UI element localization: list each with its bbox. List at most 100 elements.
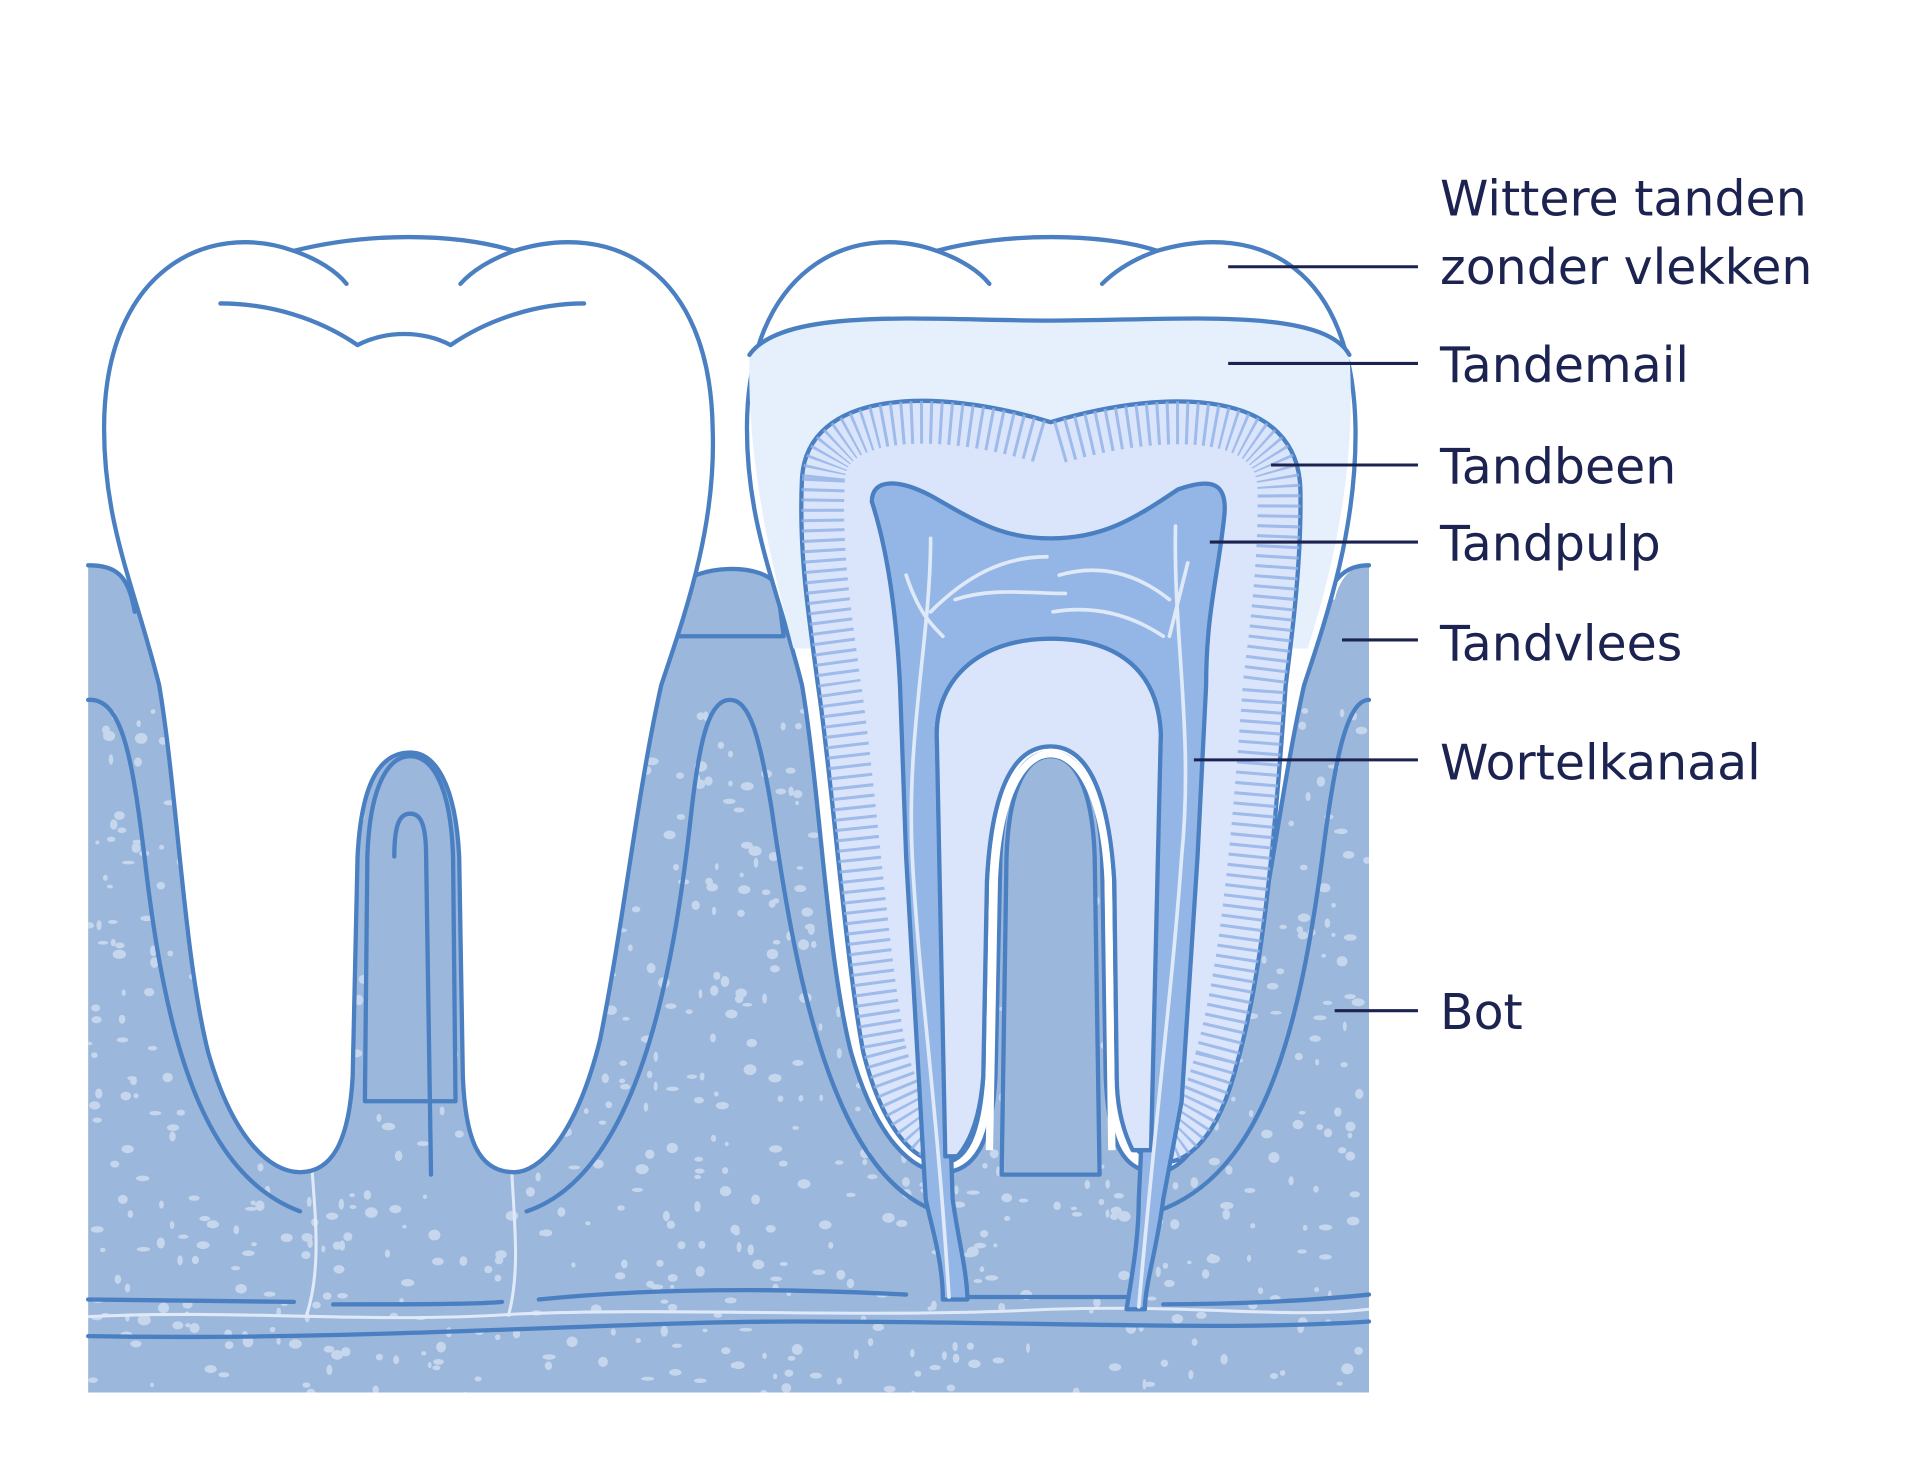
bone-speckle (112, 949, 126, 960)
bone-speckle (399, 1298, 404, 1304)
bone-speckle (372, 1385, 379, 1393)
label-whiter-teeth-line2: zonder vlekken (1440, 239, 1812, 296)
bone-speckle (136, 1175, 150, 1182)
bone-speckle (694, 1168, 705, 1174)
bone-speckle (605, 1101, 613, 1109)
bone-speckle (1279, 924, 1287, 930)
bone-speckle (331, 1350, 344, 1360)
bone-speckle (954, 1185, 959, 1195)
bone-speckle (150, 1382, 154, 1388)
bone-speckle (338, 1198, 345, 1210)
bone-speckle (1302, 1224, 1308, 1231)
bone-speckle (428, 1229, 441, 1241)
bone-speckle (89, 1101, 101, 1110)
bone-speckle (1322, 1000, 1333, 1006)
bone-speckle (384, 1249, 391, 1258)
bone-speckle (677, 1241, 686, 1250)
bone-speckle (1084, 1180, 1091, 1190)
bone-speckle (1333, 1107, 1342, 1117)
bone-speckle (322, 1292, 332, 1300)
bone-speckle (1335, 828, 1348, 835)
bone-speckle (946, 1384, 956, 1392)
bone-speckle (703, 711, 709, 721)
bone-speckle (122, 860, 135, 865)
tooth-left-inter-root-bone (362, 754, 458, 1104)
bone-speckle (1018, 1198, 1029, 1203)
bone-speckle (1294, 1052, 1303, 1061)
bone-speckle (775, 788, 787, 795)
bone-speckle (765, 1225, 776, 1233)
label-whiter-teeth-line1: Wittere tanden (1440, 170, 1807, 227)
bone-speckle (436, 1341, 447, 1353)
bone-speckle (660, 1299, 669, 1304)
bone-speckle (1195, 1311, 1207, 1319)
bone-speckle (760, 1389, 768, 1393)
bone-speckle (158, 1302, 170, 1314)
bone-speckle (1244, 1187, 1256, 1194)
bone-speckle (742, 1002, 753, 1007)
bone-speckle (263, 1291, 276, 1297)
bone-speckle (337, 1292, 348, 1299)
bone-speckle (124, 1283, 131, 1293)
bone-speckle (982, 1163, 988, 1169)
bone-speckle (307, 1238, 313, 1249)
bone-speckle (598, 1120, 607, 1125)
bone-speckle (685, 1009, 693, 1015)
bone-speckle (968, 1359, 981, 1369)
bone-speckle (610, 1328, 616, 1336)
bone-speckle (1355, 1088, 1364, 1099)
bone-speckle (1004, 1216, 1011, 1222)
bone-speckle (691, 900, 700, 911)
bone-speckle (1309, 1035, 1321, 1042)
bone-speckle (1296, 926, 1304, 934)
bone-speckle (147, 1045, 158, 1051)
bone-speckle (941, 1351, 947, 1360)
bone-speckle (250, 1200, 256, 1206)
bone-speckle (641, 1376, 655, 1381)
bone-speckle (605, 1005, 617, 1016)
bone-speckle (846, 1278, 855, 1289)
bone-speckle (1164, 1279, 1175, 1288)
bone-speckle (459, 1256, 468, 1266)
bone-speckle (667, 1273, 678, 1282)
bone-speckle (862, 1158, 868, 1166)
bone-speckle (1338, 1147, 1347, 1154)
bone-speckle (464, 1392, 467, 1393)
bone-speckle (650, 1284, 664, 1290)
bone-speckle (1093, 1297, 1101, 1308)
bone-speckle (720, 976, 730, 988)
bone-speckle (121, 1144, 134, 1154)
bone-speckle (1261, 955, 1267, 964)
bone-speckle (1188, 1369, 1194, 1380)
bone-speckle (665, 1003, 677, 1009)
bone-speckle (621, 1259, 628, 1269)
bone-speckle (1347, 1132, 1353, 1139)
bone-speckle (711, 906, 717, 916)
bone-speckle (349, 1204, 357, 1209)
bone-speckle (739, 872, 744, 878)
bone-speckle (619, 1060, 628, 1066)
bone-speckle (172, 1321, 184, 1330)
bone-speckle (1316, 1124, 1324, 1131)
bone-speckle (1144, 1381, 1156, 1387)
bone-speckle (231, 1266, 241, 1271)
bone-speckle (276, 1307, 282, 1316)
bone-speckle (332, 1241, 342, 1250)
bone-speckle (722, 1167, 729, 1175)
bone-speckle (1187, 1260, 1192, 1265)
bone-speckle (867, 1174, 878, 1180)
bone-speckle (872, 1323, 885, 1332)
bone-speckle (780, 722, 786, 731)
bone-speckle (1025, 1343, 1030, 1353)
bone-speckle (631, 1187, 643, 1193)
bone-speckle (1220, 1201, 1234, 1210)
bone-speckle (768, 852, 779, 862)
bone-speckle (583, 1108, 589, 1115)
bone-speckle (734, 994, 744, 1004)
bone-speckle (1231, 1096, 1236, 1102)
socket-line-left (86, 697, 303, 1214)
bone-speckle (393, 1355, 400, 1365)
bone-speckle (619, 1078, 626, 1084)
bone-speckle (927, 1306, 934, 1311)
bone-speckle (1324, 918, 1331, 928)
